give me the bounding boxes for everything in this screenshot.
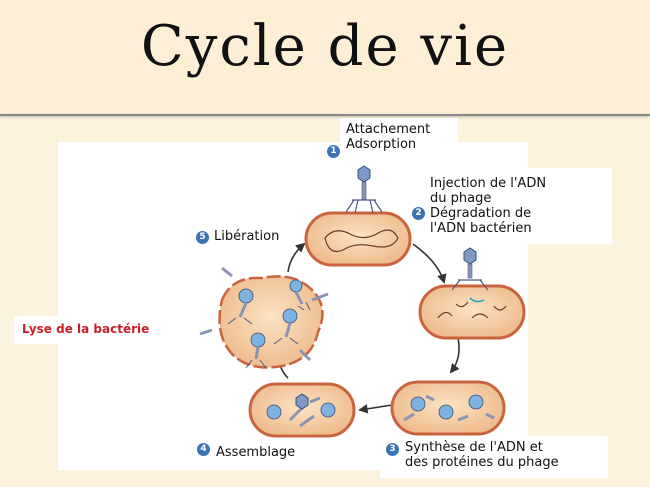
title-band: [0, 0, 650, 115]
cell-step-2: [418, 247, 526, 340]
cell-step-1: [304, 165, 412, 267]
title-divider: [0, 114, 650, 116]
step-2-label: Injection de l'ADN du phage Dégradation …: [430, 176, 547, 236]
arrow-5-to-1: [287, 242, 306, 273]
step-1-label: Attachement Adsorption: [346, 122, 431, 152]
figure-panel-top: [340, 118, 458, 158]
arrow-1-to-2: [412, 243, 447, 284]
step-5-label: Libération: [214, 229, 280, 244]
figure-panel-left: [14, 316, 184, 344]
lysis-note: Lyse de la bactérie: [22, 322, 150, 336]
cell-step-4: [248, 382, 356, 438]
step-5-badge: 5: [196, 231, 209, 244]
step-1-badge: 1: [327, 145, 340, 158]
cell-step-3: [390, 380, 506, 436]
step-4-badge: 4: [197, 443, 210, 456]
cell-step-5: [199, 266, 329, 369]
step-3-label: Synthèse de l'ADN et des protéines du ph…: [405, 440, 559, 470]
slide-title: Cycle de vie: [140, 14, 510, 79]
step-2-badge: 2: [412, 207, 425, 220]
step-3-badge: 3: [386, 443, 399, 456]
figure-panel-bottom: [380, 436, 608, 478]
arrow-3-to-4: [358, 404, 393, 414]
step-4-label: Assemblage: [216, 445, 296, 460]
arrow-2-to-3: [449, 337, 460, 374]
figure-panel-right: [420, 168, 612, 244]
